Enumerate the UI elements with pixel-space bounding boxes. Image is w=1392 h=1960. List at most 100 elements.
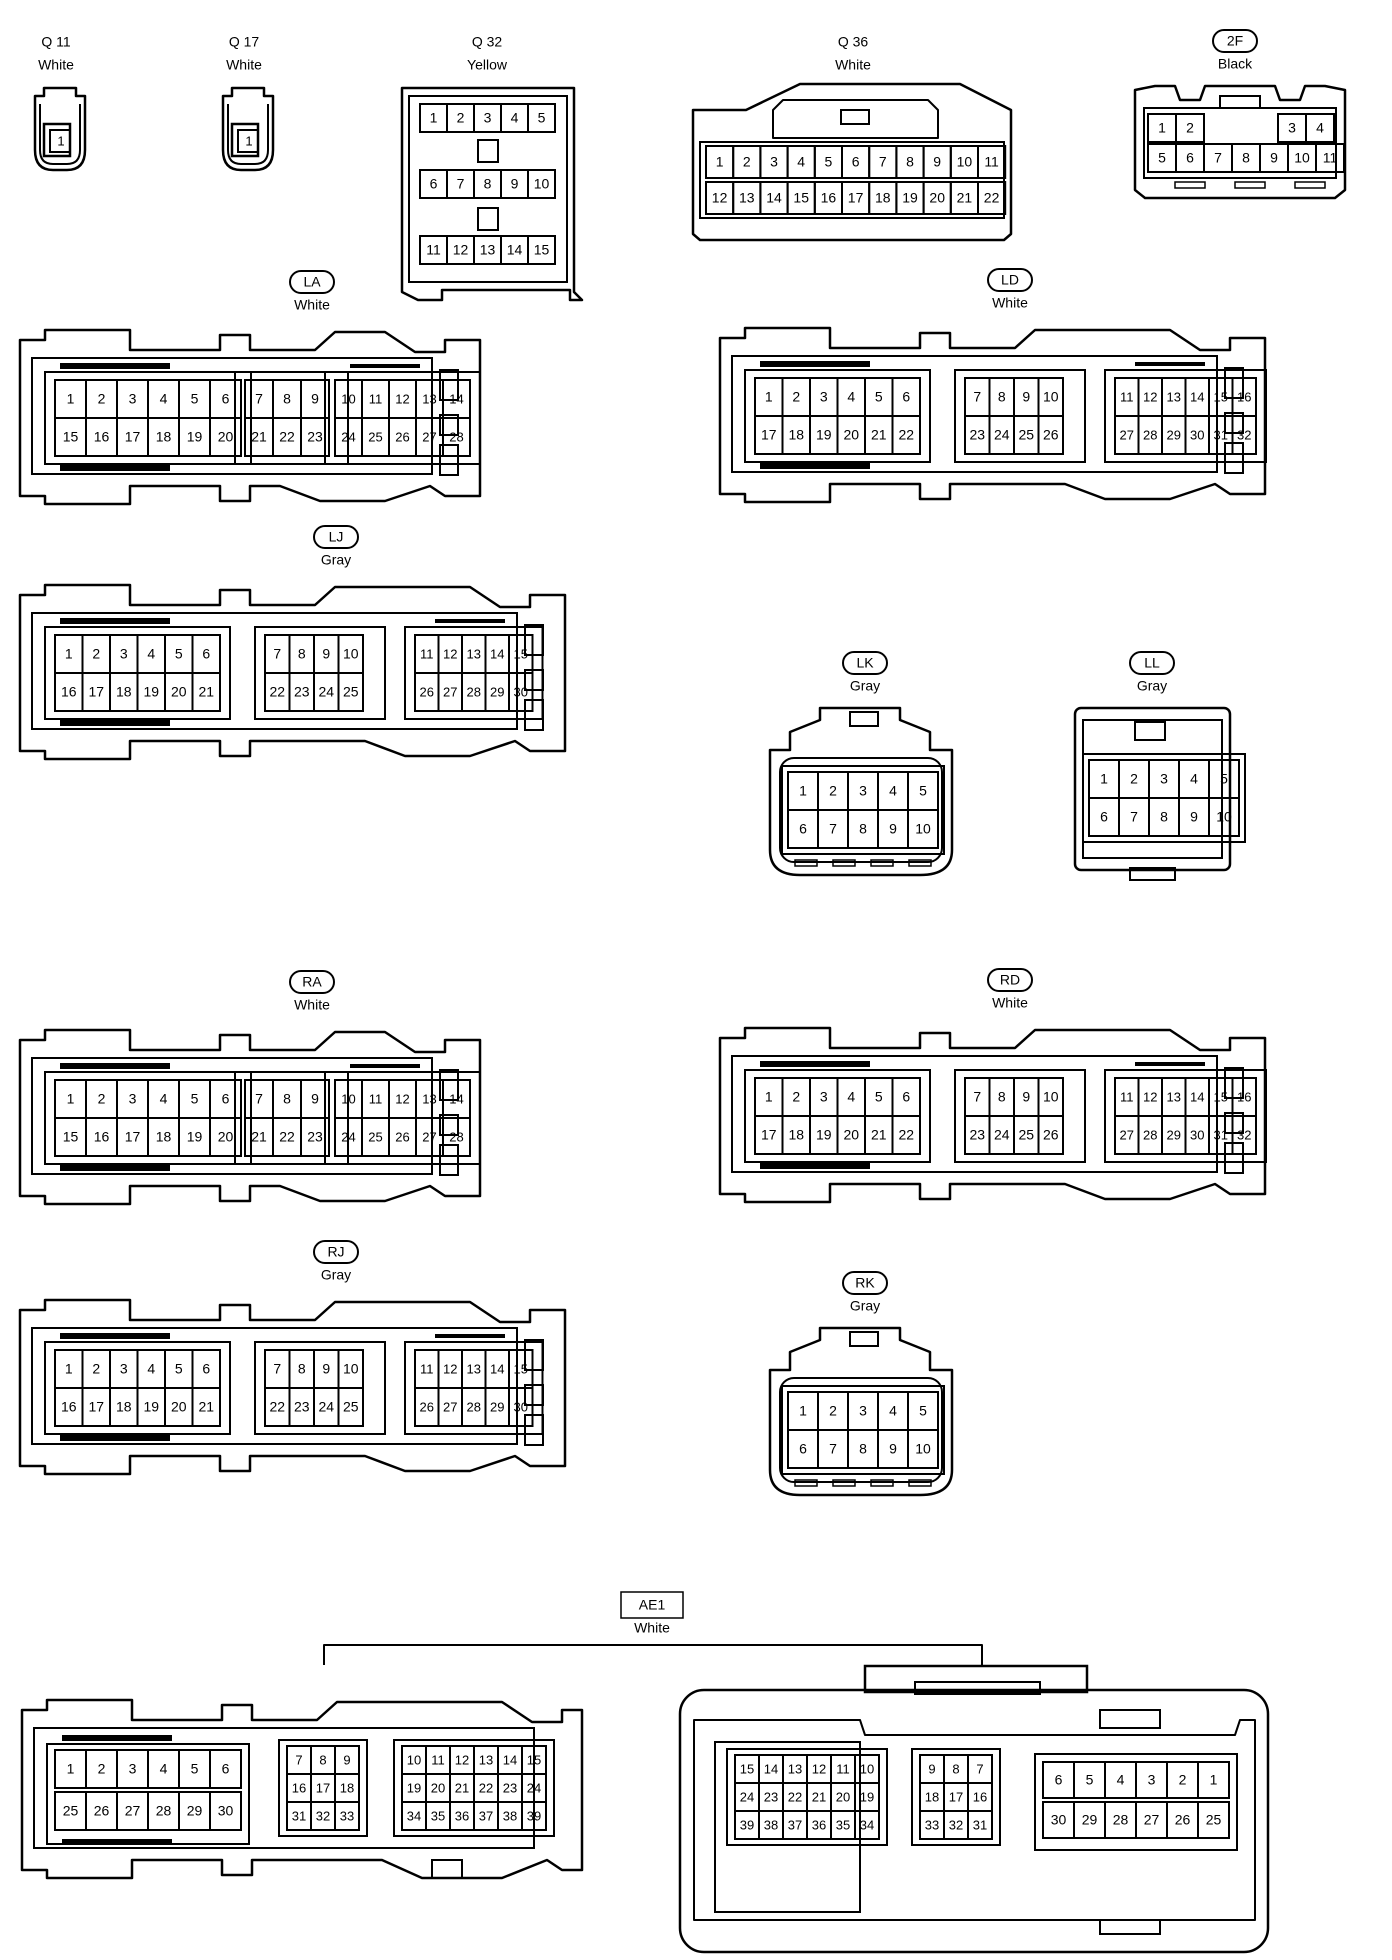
connector-color: Gray xyxy=(850,678,880,694)
pin-number: 30 xyxy=(218,1803,234,1819)
pin-number: 26 xyxy=(420,684,434,699)
pin-number: 24 xyxy=(994,1127,1010,1143)
pin-number: 9 xyxy=(889,1441,897,1457)
pin-number: 9 xyxy=(1270,150,1278,166)
pin-number: 5 xyxy=(919,1403,927,1419)
pin-number: 34 xyxy=(860,1817,874,1832)
pin-number: 6 xyxy=(202,1361,210,1377)
pin-number: 18 xyxy=(875,190,891,206)
pin-number: 15 xyxy=(63,429,79,445)
pin-number: 17 xyxy=(125,1129,141,1145)
pin-number: 16 xyxy=(1237,389,1251,404)
pin-number: 1 xyxy=(57,133,64,148)
connector-code: LD xyxy=(1001,272,1019,288)
pin-number: 7 xyxy=(295,1752,302,1767)
pin-number: 9 xyxy=(1022,389,1030,405)
pin-number: 15 xyxy=(1214,1089,1228,1104)
pin-number: 13 xyxy=(467,646,481,661)
pin-number: 2 xyxy=(792,389,800,405)
pin-number: 36 xyxy=(812,1817,826,1832)
pin-number: 4 xyxy=(511,110,519,126)
pin-number: 4 xyxy=(147,1361,155,1377)
pin-number: 6 xyxy=(202,646,210,662)
pin-number: 6 xyxy=(799,1441,807,1457)
pin-number: 5 xyxy=(1220,771,1228,787)
pin-number: 2 xyxy=(92,646,100,662)
pin-number: 31 xyxy=(1214,1127,1228,1142)
connector-color: Gray xyxy=(850,1298,880,1314)
pin-number: 36 xyxy=(455,1808,469,1823)
pin-number: 7 xyxy=(973,389,981,405)
pin-number: 27 xyxy=(1120,1127,1134,1142)
pin-number: 3 xyxy=(1148,1772,1156,1788)
pin-number: 8 xyxy=(859,821,867,837)
pin-number: 32 xyxy=(1237,1127,1251,1142)
pin-number: 1 xyxy=(245,133,252,148)
pin-number: 19 xyxy=(187,429,203,445)
pin-number: 21 xyxy=(871,1127,887,1143)
pin-number: 6 xyxy=(852,154,860,170)
pin-number: 14 xyxy=(764,1761,778,1776)
pin-number: 1 xyxy=(716,154,724,170)
pin-number: 27 xyxy=(443,684,457,699)
pin-number: 13 xyxy=(422,391,436,406)
pin-number: 11 xyxy=(984,154,999,170)
pin-number: 30 xyxy=(1190,427,1204,442)
pin-number: 19 xyxy=(816,1127,832,1143)
pin-number: 9 xyxy=(889,821,897,837)
pin-number: 32 xyxy=(316,1808,330,1823)
pin-number: 1 xyxy=(765,389,773,405)
pin-number: 14 xyxy=(507,242,523,258)
pin-number: 3 xyxy=(1288,120,1296,136)
pin-number: 21 xyxy=(455,1780,469,1795)
pin-number: 26 xyxy=(420,1399,434,1414)
pin-number: 13 xyxy=(422,1091,436,1106)
pin-number: 8 xyxy=(952,1761,959,1776)
pin-number: 5 xyxy=(175,646,183,662)
pin-number: 16 xyxy=(292,1780,306,1795)
pin-number: 11 xyxy=(426,242,441,258)
pin-number: 32 xyxy=(949,1817,963,1832)
pin-number: 3 xyxy=(820,389,828,405)
pin-number: 27 xyxy=(1120,427,1134,442)
pin-number: 7 xyxy=(255,391,263,407)
pin-number: 28 xyxy=(467,1399,481,1414)
pin-number: 6 xyxy=(222,391,230,407)
pin-number: 26 xyxy=(395,429,409,444)
pin-number: 19 xyxy=(902,190,918,206)
pin-number: 7 xyxy=(829,821,837,837)
pin-number: 2 xyxy=(92,1361,100,1377)
pin-number: 10 xyxy=(341,391,355,406)
connector-code: LA xyxy=(303,274,321,290)
pin-number: 12 xyxy=(453,242,469,258)
pin-number: 6 xyxy=(1100,809,1108,825)
pin-number: 20 xyxy=(431,1780,445,1795)
pin-number: 24 xyxy=(994,427,1010,443)
pin-number: 23 xyxy=(503,1780,517,1795)
pin-number: 14 xyxy=(1190,389,1204,404)
pin-number: 17 xyxy=(761,427,777,443)
pin-number: 15 xyxy=(527,1752,541,1767)
pin-number: 8 xyxy=(1160,809,1168,825)
pin-number: 3 xyxy=(129,391,137,407)
pin-number: 14 xyxy=(503,1752,517,1767)
connector-color: Gray xyxy=(321,552,351,568)
pin-number: 7 xyxy=(973,1089,981,1105)
connector-code: RJ xyxy=(327,1244,344,1260)
pin-number: 15 xyxy=(740,1761,754,1776)
pin-number: 23 xyxy=(294,1399,310,1415)
pin-number: 17 xyxy=(761,1127,777,1143)
pin-number: 22 xyxy=(788,1789,802,1804)
pin-number: 15 xyxy=(534,242,550,258)
pin-number: 15 xyxy=(63,1129,79,1145)
pin-number: 2 xyxy=(1186,120,1194,136)
pin-number: 20 xyxy=(171,684,187,700)
pin-number: 22 xyxy=(269,1399,285,1415)
pin-number: 10 xyxy=(343,646,359,662)
